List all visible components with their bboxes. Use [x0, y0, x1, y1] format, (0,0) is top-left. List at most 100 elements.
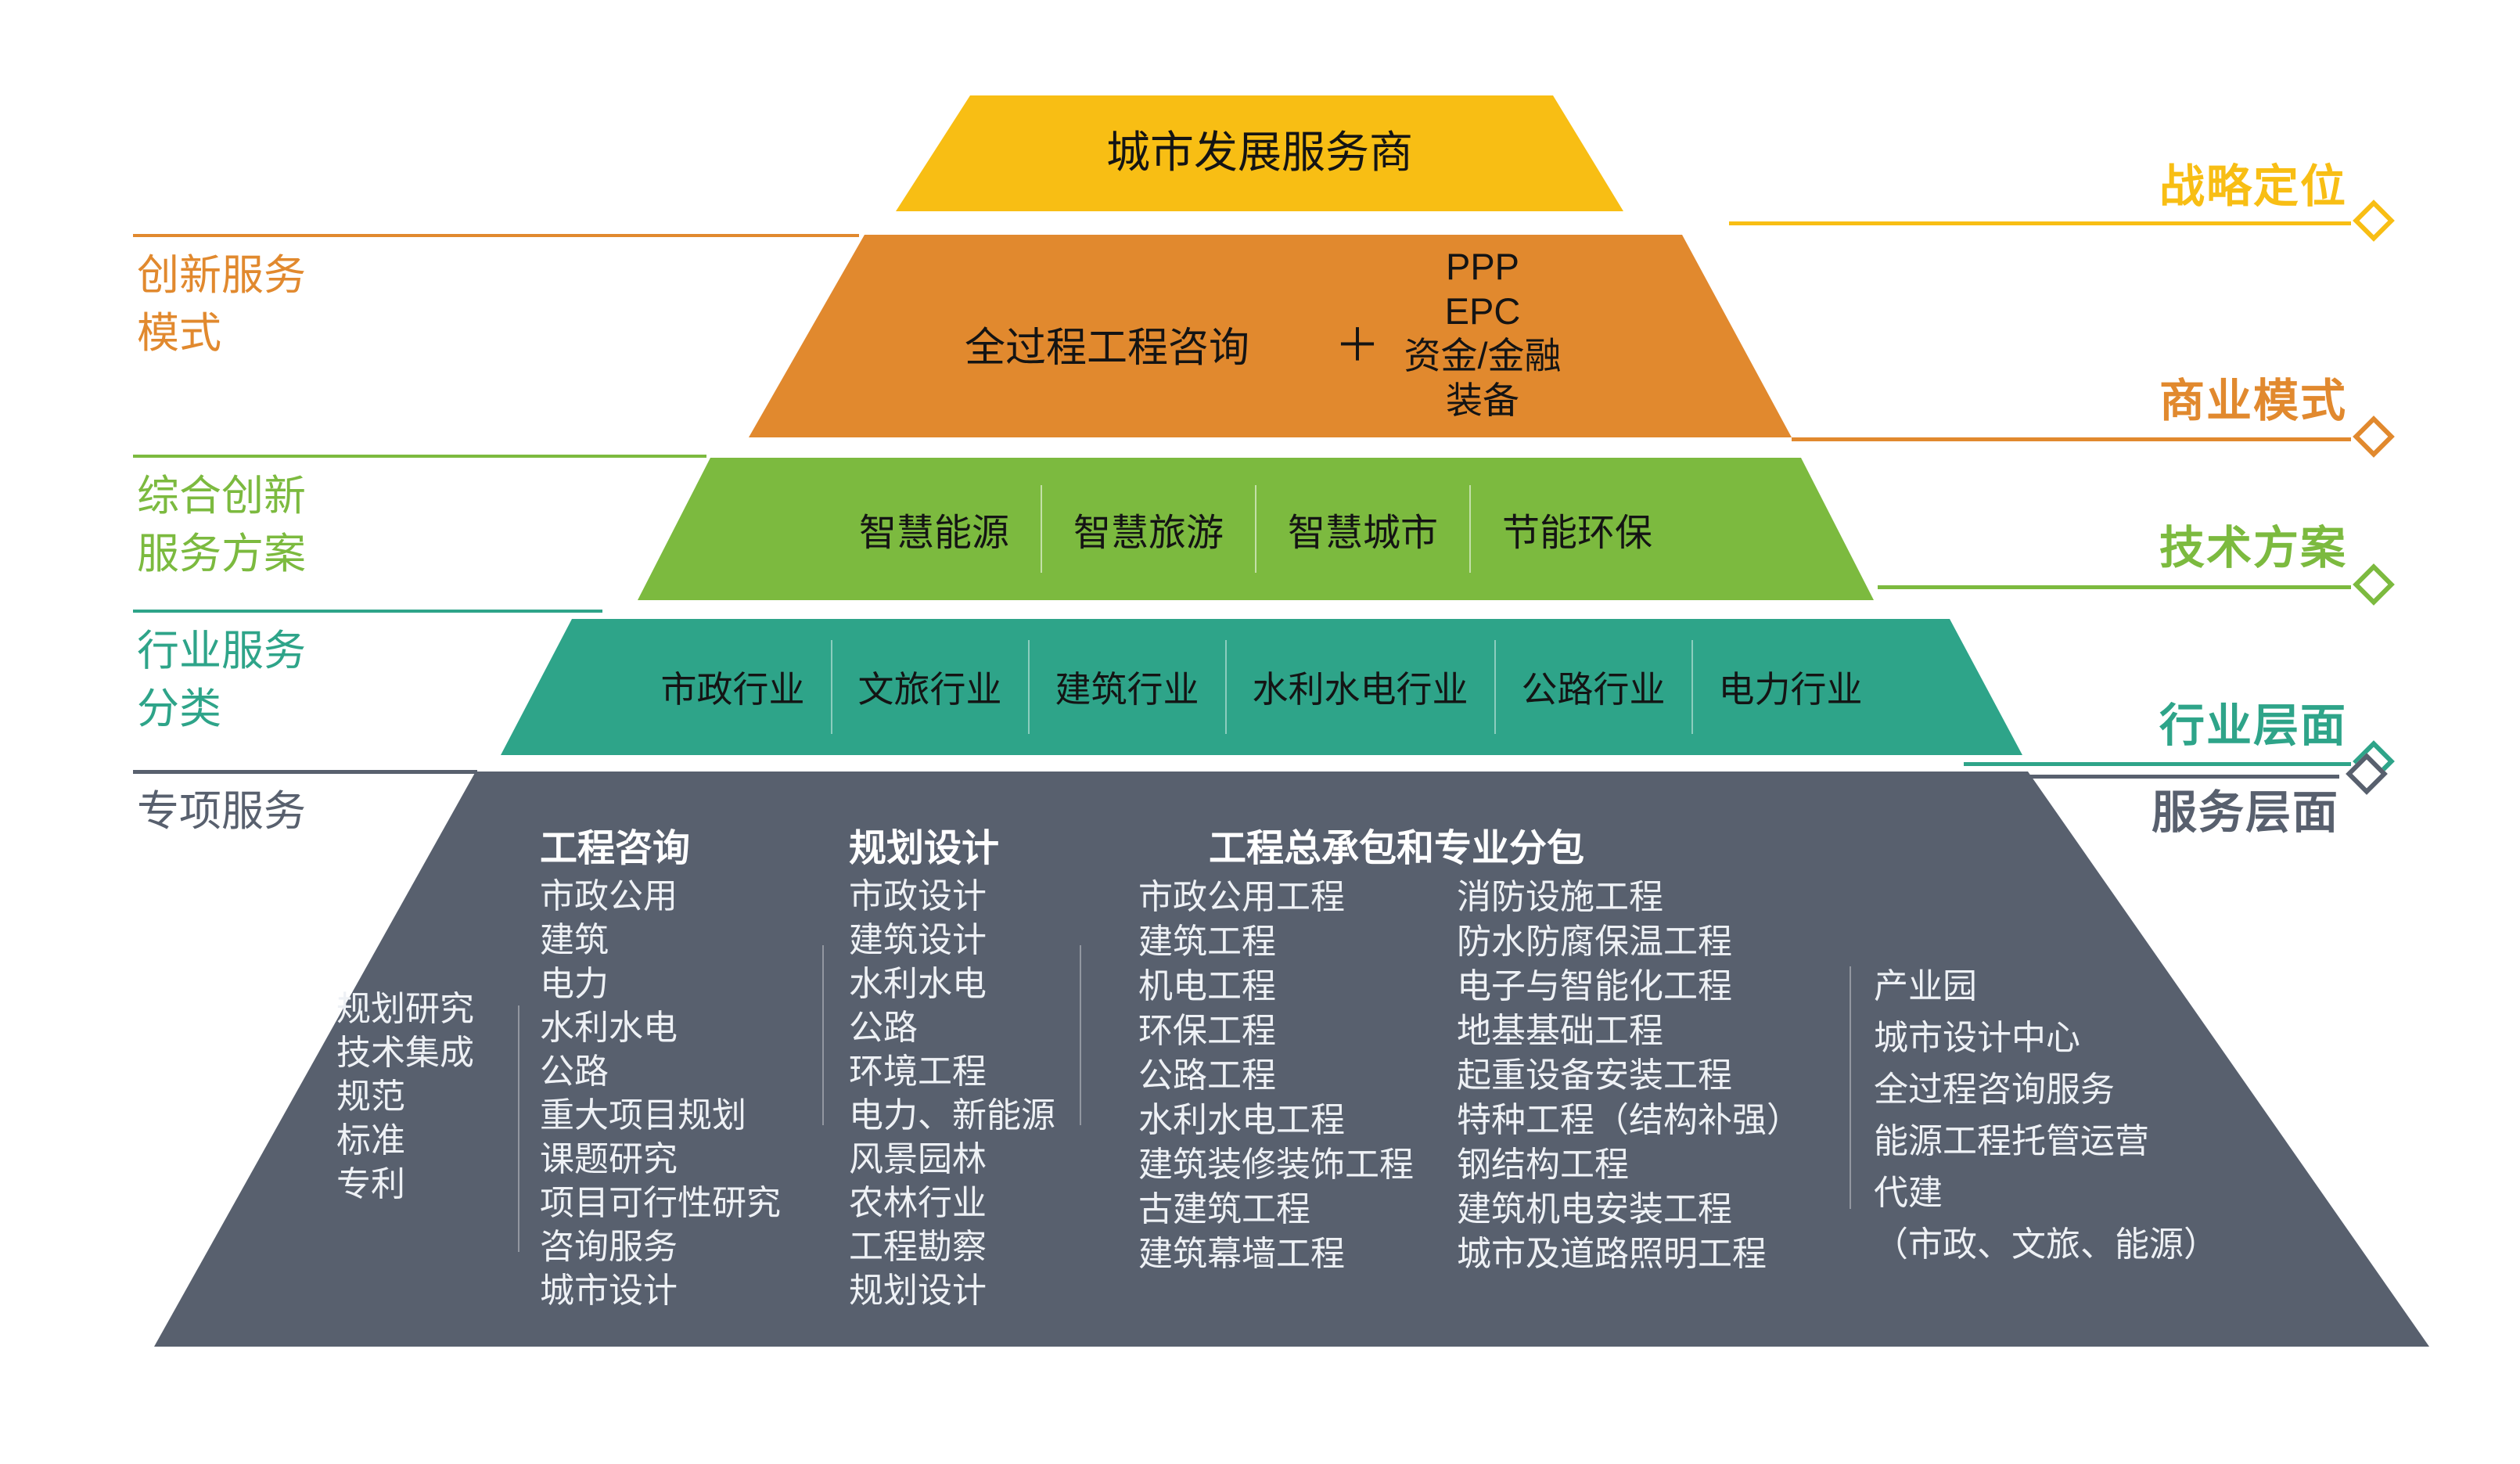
left-label-industry: 行业服务 分类	[137, 622, 306, 738]
column-divider	[1850, 966, 1851, 1209]
left-label-services: 专项服务	[137, 782, 306, 840]
epc-list-b: 消防设施工程 防水防腐保温工程 电子与智能化工程 地基基础工程 起重设备安装工程…	[1457, 875, 1801, 1276]
list-item: 技术集成	[336, 1034, 474, 1072]
list-item: 市政设计	[849, 877, 987, 915]
list-item: 全过程咨询服务	[1874, 1070, 2115, 1109]
list-item: 水利水电	[849, 965, 987, 1003]
tier3-item: 节能环保	[1502, 513, 1653, 554]
list-item: 建筑设计	[849, 921, 987, 959]
list-item: 环保工程	[1138, 1012, 1276, 1050]
tier-services-shape	[154, 772, 2429, 1347]
right-label-industry: 行业层面	[2159, 700, 2347, 751]
list-item: 规划设计	[849, 1272, 987, 1310]
column-divider	[1080, 945, 1081, 1125]
list-item: 城市及道路照明工程	[1457, 1235, 1767, 1273]
column-divider	[518, 1005, 519, 1252]
list-item: 地基基础工程	[1457, 1012, 1663, 1050]
list-item: 规划研究	[336, 990, 474, 1028]
list-item: 规范	[336, 1077, 405, 1116]
tier4-item: 公路行业	[1521, 669, 1666, 710]
divider	[1224, 640, 1227, 734]
diamond-icon	[2353, 200, 2395, 242]
list-item: 水利水电工程	[1138, 1101, 1345, 1139]
list-item: 起重设备安装工程	[1457, 1056, 1732, 1095]
right-rule-tech	[1878, 585, 2351, 589]
tier4-item: 电力行业	[1718, 669, 1863, 710]
tier-business-shape	[749, 235, 1792, 437]
right-rule-services	[2028, 775, 2339, 779]
list-item: 钢结构工程	[1457, 1146, 1629, 1184]
tier3-item: 智慧能源	[858, 513, 1009, 554]
tier4-item: 建筑行业	[1055, 669, 1199, 710]
tier-strategy-shape	[896, 95, 1623, 211]
consulting-header: 工程咨询	[540, 828, 691, 869]
list-item: 建筑装修装饰工程	[1138, 1146, 1414, 1184]
list-item: （市政、文旅、能源）	[1874, 1225, 2218, 1264]
list-item: 项目可行性研究	[540, 1184, 781, 1222]
list-item: 公路	[540, 1052, 609, 1091]
list-item: 能源工程托管运营	[1874, 1122, 2149, 1160]
right-label-tech: 技术方案	[2159, 523, 2347, 574]
tier2-stack-list: PPP EPC 资金/金融 装备	[1385, 244, 1580, 423]
stack-item: EPC	[1444, 290, 1521, 332]
list-item: 工程勘察	[849, 1228, 987, 1266]
list-item: 课题研究	[540, 1140, 678, 1178]
list-item: 防水防腐保温工程	[1457, 923, 1732, 961]
tier3-items-row: 智慧能源 智慧旅游 智慧城市 节能环保	[638, 458, 1874, 600]
left-rule-services	[133, 770, 477, 774]
stack-item: 装备	[1446, 379, 1519, 421]
label-line: 行业服务	[137, 628, 306, 674]
stack-item: PPP	[1445, 246, 1520, 287]
list-item: 消防设施工程	[1457, 878, 1663, 916]
label-line: 综合创新	[137, 473, 306, 520]
list-item: 市政公用	[540, 877, 678, 915]
tier4-item: 文旅行业	[857, 669, 1002, 710]
list-item: 建筑	[540, 921, 609, 959]
divider	[1494, 640, 1496, 734]
operations-list: 产业园 城市设计中心 全过程咨询服务 能源工程托管运营 代建 （市政、文旅、能源…	[1874, 961, 2218, 1271]
label-line: 分类	[137, 685, 221, 732]
divider	[1040, 485, 1042, 573]
tier-industry-shape	[501, 619, 2022, 755]
right-rule-industry	[1964, 762, 2351, 766]
list-item: 咨询服务	[540, 1228, 678, 1266]
tier4-item: 水利水电行业	[1252, 669, 1469, 710]
tier4-item: 市政行业	[660, 669, 805, 710]
list-item: 建筑工程	[1138, 923, 1276, 961]
list-item: 建筑幕墙工程	[1138, 1235, 1345, 1273]
divider	[830, 640, 832, 734]
list-item: 城市设计	[540, 1272, 678, 1310]
tier2-main-text: 全过程工程咨询	[964, 326, 1249, 371]
list-item: 电力	[540, 965, 609, 1003]
stack-item: 资金/金融	[1404, 335, 1562, 376]
label-line: 创新服务	[137, 252, 306, 299]
column-divider	[822, 945, 824, 1125]
list-item: 公路工程	[1138, 1056, 1276, 1095]
right-label-services: 服务层面	[2151, 787, 2339, 838]
label-line: 专项服务	[137, 788, 306, 835]
diamond-icon	[2353, 415, 2395, 458]
left-rule-solutions	[133, 455, 706, 458]
label-line: 服务方案	[137, 531, 306, 577]
divider	[1469, 485, 1472, 573]
consulting-list: 市政公用 建筑 电力 水利水电 公路 重大项目规划 课题研究 项目可行性研究 咨…	[540, 875, 781, 1313]
list-item: 建筑机电安装工程	[1457, 1190, 1732, 1228]
left-label-solutions: 综合创新 服务方案	[137, 467, 306, 583]
list-item: 标准	[336, 1121, 405, 1160]
list-item: 重大项目规划	[540, 1096, 746, 1135]
list-item: 环境工程	[849, 1052, 987, 1091]
divider	[1255, 485, 1256, 573]
list-item: 专利	[336, 1165, 405, 1203]
left-label-business: 创新服务 模式	[137, 246, 306, 362]
list-item: 风景园林	[849, 1140, 987, 1178]
list-item: 特种工程（结构补强）	[1457, 1101, 1801, 1139]
right-rule-business	[1792, 437, 2351, 441]
right-label-business: 商业模式	[2159, 376, 2347, 426]
tier1-title: 城市发展服务商	[1106, 128, 1413, 177]
tier3-item: 智慧旅游	[1073, 513, 1224, 554]
right-label-strategy: 战略定位	[2159, 161, 2347, 212]
list-item: 古建筑工程	[1138, 1190, 1310, 1228]
left-rule-industry	[133, 610, 602, 613]
diamond-icon	[2353, 563, 2395, 606]
epc-list-a: 市政公用工程 建筑工程 机电工程 环保工程 公路工程 水利水电工程 建筑装修装饰…	[1138, 875, 1414, 1276]
